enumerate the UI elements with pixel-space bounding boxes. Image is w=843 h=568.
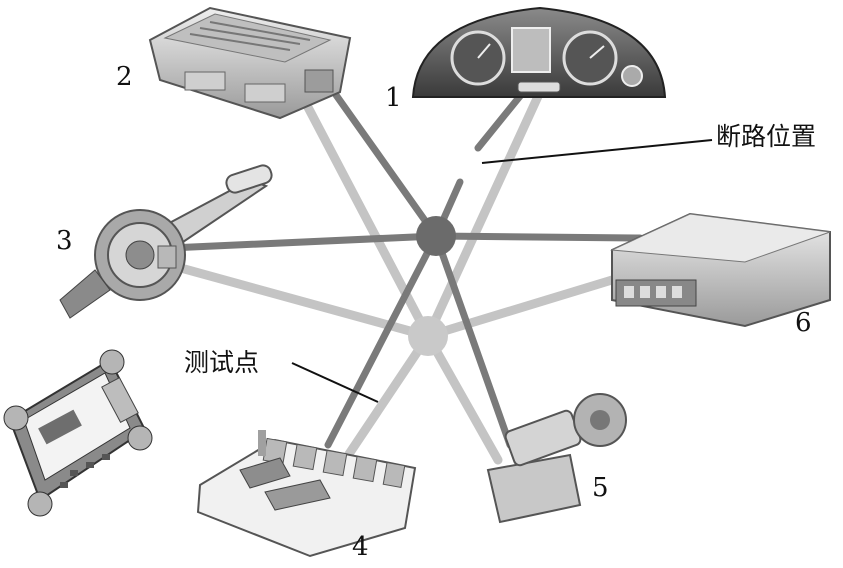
dark-line-6 (432, 232, 644, 242)
light-line-1 (423, 87, 545, 341)
dark-bus-lines (166, 86, 644, 449)
control-module-icon (148, 6, 352, 120)
steering-switch-icon (59, 164, 273, 319)
light-line-5 (423, 331, 503, 465)
label-5: 5 (592, 473, 609, 503)
light-line-3 (165, 260, 433, 341)
test-point-label: 测试点 (184, 348, 260, 377)
label-3: 3 (56, 226, 73, 256)
dark-line-1-upper (474, 86, 529, 152)
upper-hub (416, 216, 456, 256)
light-line-6 (423, 275, 617, 341)
test-board-icon (196, 430, 417, 558)
diagnostic-tester-icon (3, 349, 153, 517)
label-6: 6 (795, 308, 812, 338)
window-motor-icon (486, 393, 627, 524)
break-pointer (481, 139, 713, 164)
ecu-box-icon (610, 212, 831, 328)
label-2: 2 (116, 62, 133, 92)
light-bus-lines (165, 87, 617, 465)
dark-line-2 (332, 91, 440, 240)
dark-line-5 (432, 232, 514, 449)
label-1: 1 (385, 83, 402, 113)
dark-line-4 (324, 232, 440, 449)
lower-hub (408, 316, 448, 356)
instrument-cluster-icon (411, 6, 667, 98)
dark-line-3 (166, 232, 440, 252)
break-position-label: 断路位置 (716, 122, 817, 151)
light-line-4 (340, 331, 433, 465)
label-4: 4 (352, 532, 369, 562)
test-point-pointer (291, 362, 379, 403)
